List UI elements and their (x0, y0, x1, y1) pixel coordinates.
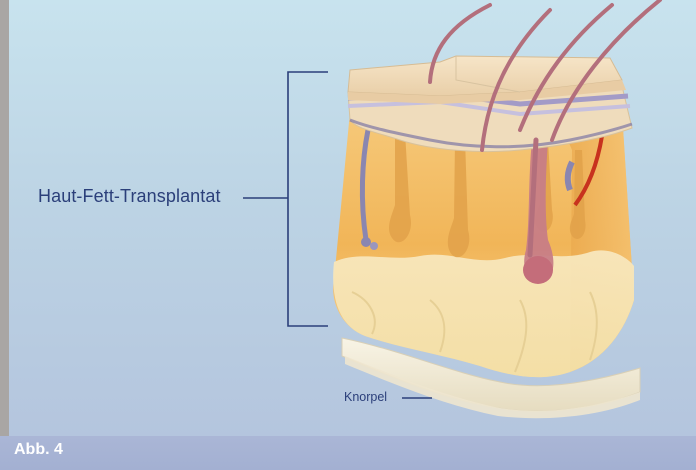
figure-number: Abb. 4 (14, 441, 63, 459)
caption-bar (0, 436, 696, 470)
graft-label: Haut-Fett-Transplantat (38, 186, 221, 207)
cartilage-label: Knorpel (344, 390, 387, 404)
graft-bracket (243, 72, 328, 326)
